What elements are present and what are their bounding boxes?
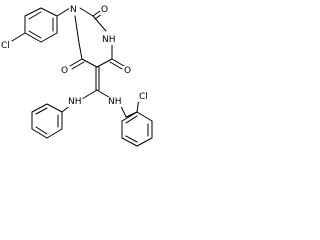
bond	[31, 103, 48, 113]
bond	[81, 89, 98, 100]
bond	[24, 32, 42, 43]
bond	[35, 107, 48, 115]
atom-label-chlorine: Cl	[1, 41, 10, 51]
bond	[78, 42, 83, 60]
bond	[96, 58, 113, 68]
bond	[40, 7, 58, 17]
atom-label-background	[101, 35, 117, 45]
bond	[111, 58, 125, 67]
bond	[56, 7, 71, 17]
bond	[81, 58, 98, 68]
bond	[92, 15, 107, 32]
atom-label-background	[0, 41, 11, 51]
bond	[69, 58, 83, 67]
atom-label-benzylamino-nh: NH	[108, 97, 122, 107]
bond	[31, 128, 48, 139]
atom-label-anilino-nh: NH	[68, 97, 82, 107]
atom-label-background	[123, 66, 133, 76]
atom-label-background	[138, 92, 149, 102]
atom-label-layer: Cl N O NH O O NH NH Cl	[0, 5, 149, 107]
chemical-structure-diagram: Cl N O NH O O NH NH Cl	[0, 5, 153, 147]
atom-label-oxygen: O	[101, 5, 108, 15]
structure-canvas: Cl N O NH O O NH NH Cl	[0, 0, 167, 159]
bond	[28, 30, 42, 39]
bond	[46, 103, 63, 113]
atom-label-background	[60, 66, 70, 76]
bond	[28, 11, 42, 20]
atom-label-background	[100, 5, 110, 15]
atom-label-chlorine: Cl	[139, 92, 148, 102]
bond	[125, 135, 138, 143]
bond	[46, 128, 63, 139]
atom-label-oxygen: O	[124, 66, 131, 76]
bond	[79, 7, 94, 17]
atom-label-nitrogen: N	[70, 5, 77, 15]
bond	[109, 61, 123, 70]
bond	[136, 111, 153, 122]
bond	[121, 111, 138, 122]
atom-label-background	[69, 5, 78, 15]
bond	[11, 32, 26, 42]
bond	[74, 15, 80, 44]
bond	[125, 115, 138, 124]
bond	[35, 126, 48, 135]
atom-label-imide-nh: NH	[102, 35, 116, 45]
bond	[40, 32, 58, 43]
bond	[136, 137, 153, 147]
atom-label-oxygen: O	[61, 66, 68, 76]
bond	[71, 61, 85, 70]
bond-layer	[11, 7, 153, 147]
atom-label-background	[107, 97, 123, 107]
atom-label-background	[67, 97, 83, 107]
bond	[24, 7, 42, 17]
bond	[121, 137, 138, 147]
bond	[92, 10, 101, 17]
